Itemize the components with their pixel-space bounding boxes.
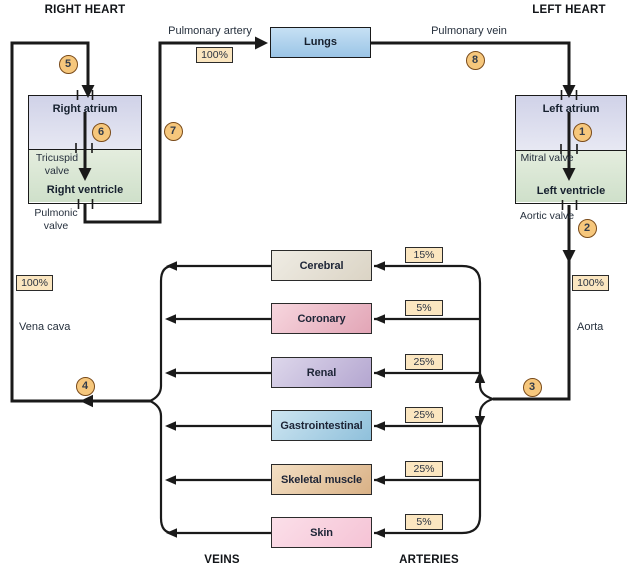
- aorta-path: [493, 205, 571, 401]
- left-atrium-label: Left atrium: [542, 103, 600, 115]
- vena-cava-percent: 100%: [16, 275, 53, 291]
- organ-box-gastrointestinal: Gastrointestinal: [271, 410, 372, 441]
- left-atrium-region: [516, 96, 626, 150]
- organ-label: Coronary: [297, 312, 346, 325]
- step-badge-5: 5: [58, 54, 78, 74]
- organ-label: Skeletal muscle: [280, 473, 363, 486]
- aortic-valve-label: Aortic valve: [519, 210, 575, 222]
- percent-tag-skeletal-muscle: 25%: [405, 461, 443, 477]
- lungs-box: Lungs: [270, 27, 371, 58]
- organ-box-skin: Skin: [271, 517, 372, 548]
- veins-header: VEINS: [204, 554, 240, 566]
- pulmonary-artery-label: Pulmonary artery: [168, 25, 252, 37]
- vena-cava-label: Vena cava: [19, 321, 71, 333]
- aorta-percent: 100%: [572, 275, 609, 291]
- organ-label: Cerebral: [299, 259, 344, 272]
- arrowheads: [78, 36, 576, 538]
- left-heart-box: Left atrium Left ventricle: [515, 95, 627, 204]
- right-heart-header: RIGHT HEART: [44, 4, 126, 16]
- valve-ticks: [75, 90, 578, 210]
- arteries-header: ARTERIES: [399, 554, 459, 566]
- organ-box-coronary: Coronary: [271, 303, 372, 334]
- percent-tag-skin: 5%: [405, 514, 443, 530]
- mitral-valve-label: Mitral valve: [520, 152, 574, 164]
- pulmonic-valve-label: Pulmonic valve: [34, 207, 78, 232]
- organ-box-renal: Renal: [271, 357, 372, 388]
- organ-box-cerebral: Cerebral: [271, 250, 372, 281]
- pulmonary-artery-percent: 100%: [196, 47, 233, 63]
- percent-tag-renal: 25%: [405, 354, 443, 370]
- left-heart-header: LEFT HEART: [532, 4, 606, 16]
- step-badge-7: 7: [163, 121, 183, 141]
- organ-label: Gastrointestinal: [280, 419, 363, 432]
- step-badge-2: 2: [577, 218, 597, 238]
- percent-tag-cerebral: 15%: [405, 247, 443, 263]
- percent-tag-gastrointestinal: 25%: [405, 407, 443, 423]
- left-ventricle-label: Left ventricle: [536, 185, 606, 197]
- veins-brace: [147, 264, 271, 535]
- lungs-label: Lungs: [304, 36, 337, 48]
- right-heart-box: Right atrium Right ventricle: [28, 95, 142, 204]
- step-badge-4: 4: [75, 376, 95, 396]
- pulmonary-vein-label: Pulmonary vein: [431, 25, 507, 37]
- organ-label: Skin: [310, 526, 333, 539]
- step-badge-6: 6: [91, 122, 111, 142]
- step-badge-1: 1: [572, 122, 592, 142]
- organ-box-skeletal-muscle: Skeletal muscle: [271, 464, 372, 495]
- aorta-label: Aorta: [577, 321, 604, 333]
- right-ventricle-label: Right ventricle: [46, 184, 124, 196]
- step-badge-3: 3: [522, 377, 542, 397]
- step-badge-8: 8: [465, 50, 485, 70]
- percent-tag-coronary: 5%: [405, 300, 443, 316]
- organ-label: Renal: [306, 366, 337, 379]
- right-atrium-label: Right atrium: [52, 103, 118, 115]
- tricuspid-valve-label: Tricuspid valve: [35, 152, 79, 177]
